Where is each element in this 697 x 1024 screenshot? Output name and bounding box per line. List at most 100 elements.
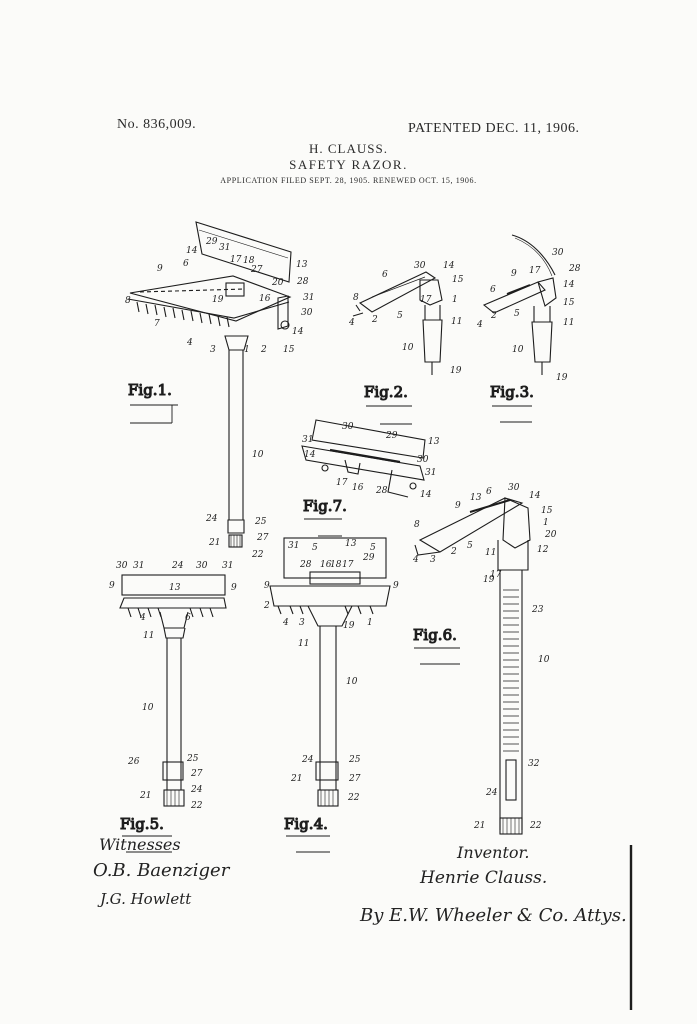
fig6-reference-numeral: 11 xyxy=(485,548,496,558)
figure-3-drawing xyxy=(482,234,557,375)
fig1-reference-numeral: 21 xyxy=(208,538,220,548)
fig5-reference-numeral: 22 xyxy=(190,801,203,811)
witness-1-signature: O.B. Baenziger xyxy=(93,860,230,881)
fig7-reference-numeral: 17 xyxy=(336,478,348,488)
fig2-reference-numeral: 15 xyxy=(452,275,464,285)
fig5-reference-numeral: 21 xyxy=(139,791,151,801)
fig5-reference-numeral: 11 xyxy=(143,631,154,641)
fig1-reference-numeral: 18 xyxy=(243,256,255,266)
fig5-reference-numeral: 4 xyxy=(139,613,146,623)
fig2-reference-numeral: 17 xyxy=(420,295,432,305)
fig1-reference-numeral: 10 xyxy=(252,450,264,460)
fig4-reference-numeral: 27 xyxy=(348,774,361,784)
fig1-reference-numeral: 8 xyxy=(125,296,131,306)
figure-5-caption: Fig.5. xyxy=(120,815,164,833)
fig4-reference-numeral: 17 xyxy=(342,560,354,570)
fig1-reference-numeral: 31 xyxy=(303,293,314,303)
fig4-reference-numeral: 21 xyxy=(290,774,302,784)
fig1-reference-numeral: 9 xyxy=(157,264,163,274)
fig2-reference-numeral: 2 xyxy=(371,315,378,325)
fig7-reference-numeral: 30 xyxy=(417,455,429,465)
fig1-reference-numeral: 27 xyxy=(256,533,269,543)
fig1-reference-numeral: 14 xyxy=(292,327,304,337)
fig4-reference-numeral: 24 xyxy=(301,755,314,765)
fig1-reference-numeral: 28 xyxy=(296,277,309,287)
figure-4-caption: Fig.4. xyxy=(284,815,328,833)
attorneys-signature: By E.W. Wheeler & Co. Attys. xyxy=(360,905,627,926)
fig4-reference-numeral: 4 xyxy=(282,618,289,628)
fig3-reference-numeral: 28 xyxy=(568,264,581,274)
fig6-reference-numeral: 22 xyxy=(529,821,542,831)
fig3-reference-numeral: 6 xyxy=(490,285,496,295)
fig3-reference-numeral: 5 xyxy=(514,309,520,319)
fig6-reference-numeral: 30 xyxy=(508,483,520,493)
fig2-reference-numeral: 11 xyxy=(451,317,462,327)
figure-1-caption: Fig.1. xyxy=(128,381,172,399)
fig3-reference-numeral: 10 xyxy=(512,345,524,355)
fig5-reference-numeral: 27 xyxy=(190,769,203,779)
fig2-reference-numeral: 1 xyxy=(452,295,458,305)
fig7-reference-numeral: 31 xyxy=(302,435,313,445)
fig5-reference-numeral: 13 xyxy=(169,583,181,593)
patent-title: SAFETY RAZOR. xyxy=(289,157,408,172)
fig6-reference-numeral: 20 xyxy=(544,530,557,540)
fig1-reference-numeral: 20 xyxy=(271,278,284,288)
fig1-reference-numeral: 25 xyxy=(254,517,267,527)
figure-2-caption: Fig.2. xyxy=(364,383,408,401)
fig4-reference-numeral: 18 xyxy=(330,560,342,570)
figure-2-drawing xyxy=(352,271,443,375)
fig5-reference-numeral: 26 xyxy=(127,757,140,767)
fig1-reference-numeral: 4 xyxy=(186,338,193,348)
fig1-reference-numeral: 17 xyxy=(230,255,242,265)
fig7-reference-numeral: 30 xyxy=(342,422,354,432)
fig1-reference-numeral: 7 xyxy=(154,319,160,329)
fig6-reference-numeral: 15 xyxy=(541,506,553,516)
fig6-reference-numeral: 17 xyxy=(490,570,502,580)
fig1-reference-numeral: 27 xyxy=(250,265,263,275)
fig7-reference-numeral: 13 xyxy=(428,437,440,447)
inventor-label: Inventor. xyxy=(457,843,530,862)
fig4-reference-numeral: 2 xyxy=(263,601,270,611)
fig1-reference-numeral: 19 xyxy=(212,295,224,305)
fig6-reference-numeral: 10 xyxy=(538,655,550,665)
fig3-reference-numeral: 14 xyxy=(563,280,575,290)
fig3-reference-numeral: 15 xyxy=(563,298,575,308)
fig4-reference-numeral: 5 xyxy=(312,543,318,553)
figure-5-drawing xyxy=(119,574,227,807)
fig6-reference-numeral: 2 xyxy=(450,547,457,557)
fig5-reference-numeral: 25 xyxy=(186,754,199,764)
fig1-reference-numeral: 29 xyxy=(205,237,218,247)
fig5-reference-numeral: 24 xyxy=(171,561,184,571)
fig1-reference-numeral: 16 xyxy=(259,294,271,304)
fig4-reference-numeral: 10 xyxy=(346,677,358,687)
fig1-reference-numeral: 2 xyxy=(260,345,267,355)
witness-2-signature: J.G. Howlett xyxy=(100,890,192,908)
fig5-reference-numeral: 10 xyxy=(142,703,154,713)
fig4-reference-numeral: 9 xyxy=(264,581,270,591)
fig1-reference-numeral: 3 xyxy=(210,345,216,355)
fig4-reference-numeral: 19 xyxy=(343,621,355,631)
figure-7-caption: Fig.7. xyxy=(303,497,347,515)
fig5-reference-numeral: 6 xyxy=(185,613,191,623)
fig6-reference-numeral: 32 xyxy=(528,759,540,769)
fig6-reference-numeral: 1 xyxy=(543,518,549,528)
fig6-reference-numeral: 12 xyxy=(537,545,549,555)
fig3-reference-numeral: 17 xyxy=(529,266,541,276)
fig1-reference-numeral: 6 xyxy=(183,259,189,269)
fig5-reference-numeral: 9 xyxy=(109,581,115,591)
fig4-reference-numeral: 11 xyxy=(298,639,309,649)
fig2-reference-numeral: 8 xyxy=(353,293,359,303)
fig1-reference-numeral: 24 xyxy=(205,514,218,524)
fig6-reference-numeral: 3 xyxy=(430,555,436,565)
fig5-reference-numeral: 9 xyxy=(231,583,237,593)
fig1-reference-numeral: 22 xyxy=(251,550,264,560)
fig6-reference-numeral: 19 xyxy=(483,575,495,585)
fig7-reference-numeral: 31 xyxy=(425,468,436,478)
fig6-reference-numeral: 4 xyxy=(412,555,419,565)
figure-6-caption: Fig.6. xyxy=(413,626,457,644)
fig6-reference-numeral: 21 xyxy=(473,821,485,831)
fig2-reference-numeral: 6 xyxy=(382,270,388,280)
figure-3-caption: Fig.3. xyxy=(490,383,534,401)
fig6-reference-numeral: 6 xyxy=(486,487,492,497)
figure-1-drawing xyxy=(127,221,292,548)
